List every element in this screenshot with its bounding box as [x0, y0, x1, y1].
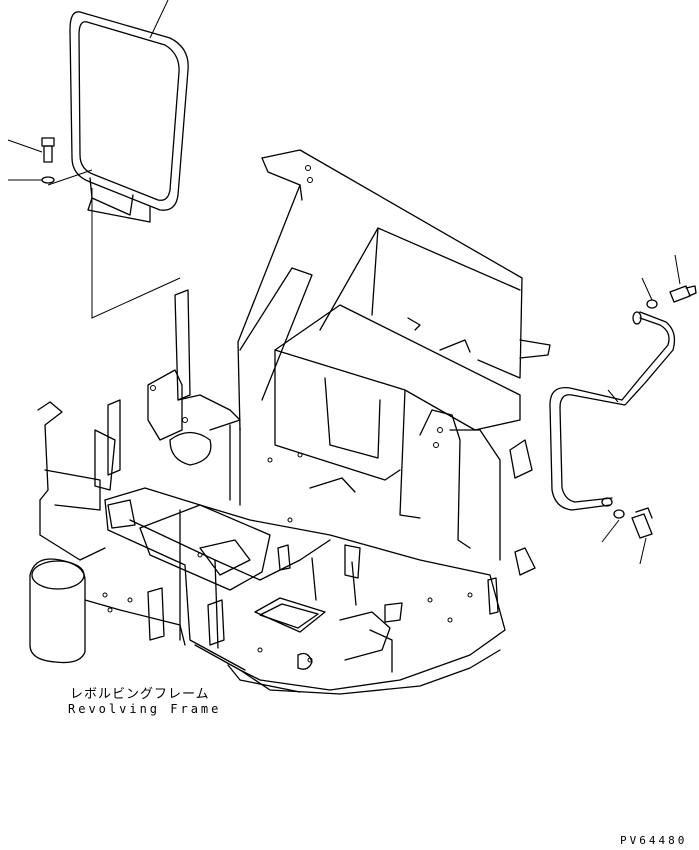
deck-details: [147, 544, 536, 670]
cabinet-box: [274, 304, 521, 519]
drawing-code: PV64480: [620, 834, 688, 847]
left-frame: [29, 399, 186, 664]
part-name-english: Revolving Frame: [68, 702, 222, 716]
handrail-left: [69, 0, 189, 223]
rear-cover: [237, 149, 551, 431]
part-name-japanese: レボルビングフレーム: [70, 687, 210, 702]
center-deck: [107, 289, 271, 591]
right-bracket: [419, 409, 533, 561]
bolt-left: [7, 137, 55, 184]
bolt-right-lower: [601, 507, 653, 565]
revolving-frame-deck: [104, 424, 506, 695]
handrail-right: [549, 311, 676, 511]
bolt-right-upper: [641, 254, 697, 309]
